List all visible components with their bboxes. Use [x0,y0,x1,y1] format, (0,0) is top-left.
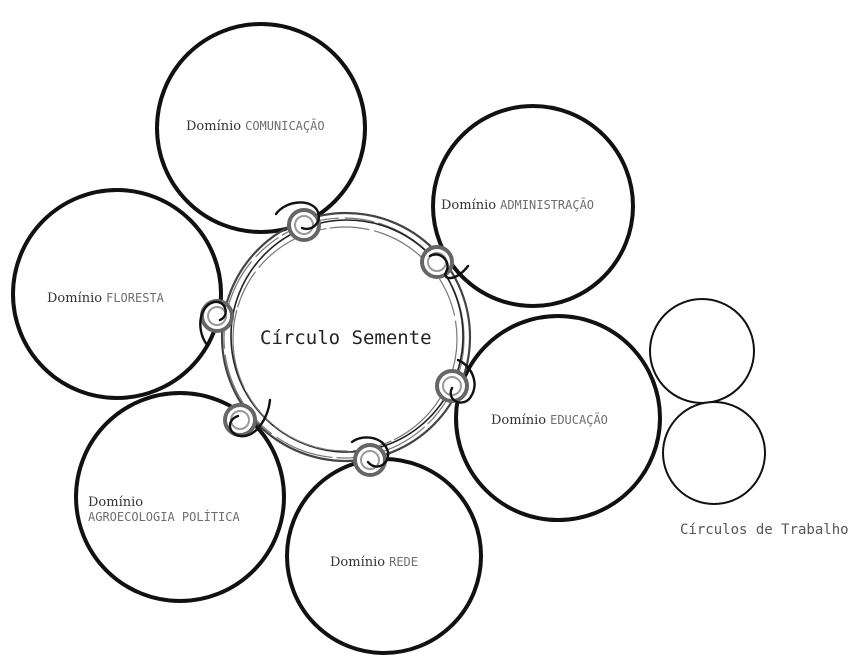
knot-rede [350,436,390,477]
seed-circle: Círculo Semente [220,211,472,463]
swirl-icon [350,436,390,468]
swirl-icon [449,358,476,404]
domain-agroecologia-prefix: Domínio [88,495,143,510]
knot-ring-inner [360,450,380,470]
knot-floresta [199,299,234,348]
knot-ring-inner [207,306,227,326]
seed-ring-2 [223,217,465,459]
working-circles: Círculos de Trabalho [649,298,849,538]
knot-ring [420,245,454,279]
knot-comunicacao [274,201,321,242]
domain-circle-floresta [11,188,223,400]
swirl-icon [428,253,470,280]
seed-ring-3 [230,219,464,453]
domain-circle-educacao [454,314,662,522]
domain-circle-agroecologia [74,391,286,603]
knot-ring [287,208,321,242]
domain-agroecologia-label: AGROECOLOGIA POLÍTICA [88,509,240,524]
knot-educacao [435,358,476,404]
swirl-icon [274,201,321,231]
knot-ring-inner [294,215,314,235]
knot-ring [435,369,469,403]
seed-circle-fill [224,215,468,459]
knot-administracao [420,245,470,280]
knot-ring [353,443,387,477]
knot-ring [223,403,257,437]
knot-agroecologia [223,398,272,438]
seed-ring-inner [232,226,458,452]
swirl-icon [199,300,227,348]
domain-agroecologia: Domínio AGROECOLOGIA POLÍTICA [74,391,286,603]
seed-circle-label: Círculo Semente [260,327,432,349]
working-circle-bottom [662,401,766,505]
domain-circle-administracao [431,104,635,308]
domain-circle-comunicacao [155,22,367,234]
seed-ring-outer [220,211,472,463]
working-circles-label: Círculos de Trabalho [680,522,849,538]
swirl-icon [228,398,272,438]
working-circle-top [649,298,755,404]
